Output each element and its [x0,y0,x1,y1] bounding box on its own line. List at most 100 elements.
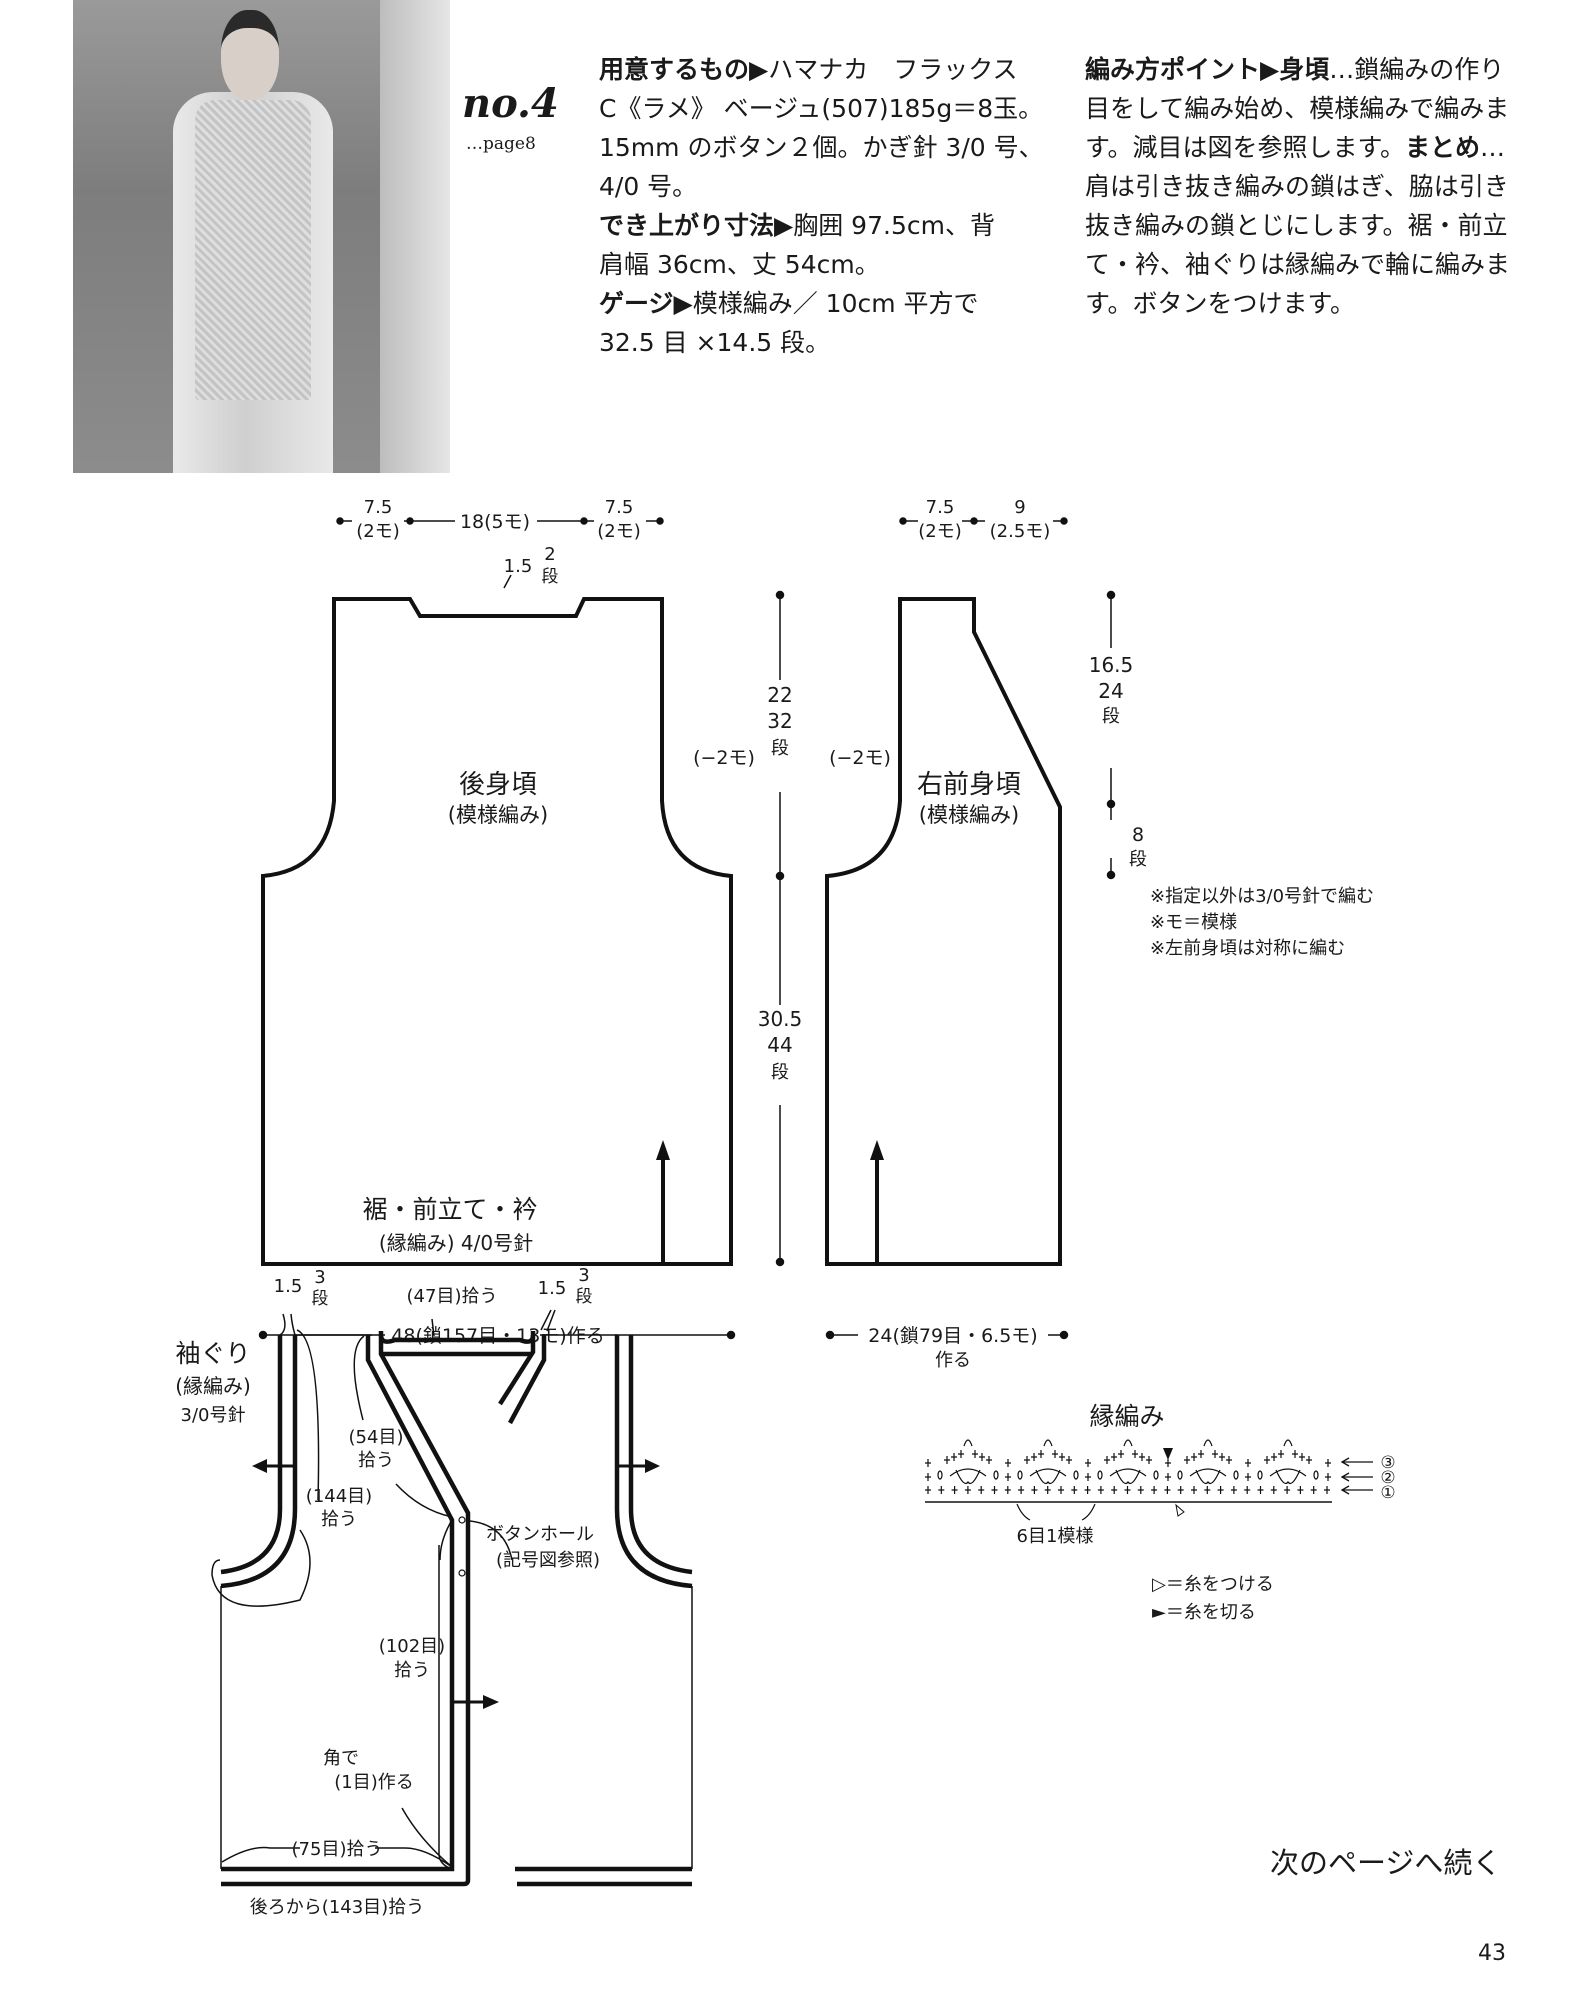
single-crochet-symbol [972,1450,978,1458]
single-crochet-symbol [1219,1453,1225,1461]
single-crochet-symbol [1031,1486,1038,1494]
shoulder-motifs: (2モ) [597,521,641,542]
row-number: ③ [1380,1453,1395,1473]
model-head [221,10,279,100]
front-labels: 7.5 (2モ) 9 (2.5モ) 右前身頃 (模様編み) (−2モ) 16.5… [829,497,1147,1371]
buttonhole-icon [458,1569,466,1577]
lower-height: 30.5 [758,1007,803,1031]
front-width: 24(鎖79目・6.5モ) [868,1325,1037,1347]
corner-note: 角で [323,1748,359,1769]
single-crochet-symbol [1184,1456,1190,1464]
lower-rows: 44 [767,1033,792,1057]
single-crochet-symbol [951,1486,958,1494]
single-crochet-symbol [1052,1450,1058,1458]
single-crochet-symbol [938,1486,945,1494]
page-reference: …page8 [466,134,536,154]
door [380,0,450,473]
model-photo [73,0,450,473]
single-crochet-symbol [944,1456,950,1464]
single-crochet-symbol [1018,1486,1025,1494]
single-crochet-symbol [1165,1459,1171,1481]
pickup-label: 拾う [358,1450,394,1471]
rows-unit: 段 [771,738,789,759]
page-number: 43 [1478,1941,1506,1966]
hem-front-pickup: (75目)拾う [292,1839,383,1860]
pattern-number: no.4 [462,80,559,127]
repeat-label: 6目1模様 [1017,1526,1094,1547]
armhole-needle: 3/0号針 [181,1405,246,1426]
single-crochet-symbol [1085,1459,1091,1481]
edging-chart: 縁編み 6目1模様 ③ ② ① ▷＝糸をつける ►＝糸を切る [925,1402,1396,1623]
pickup-label: 拾う [321,1509,357,1530]
band-width: 1.5 [274,1276,303,1297]
method-text: 抜き編みの鎖とじにします。裾・前立 [1085,211,1508,240]
single-crochet-symbol [1177,1486,1184,1494]
front-title: 右前身頃 [917,770,1021,800]
chain-symbol [993,1470,999,1480]
chain-symbol [1153,1470,1159,1480]
notes: ※指定以外は3/0号針で編む ※モ＝模様 ※左前身頃は対称に編む [1150,886,1374,959]
hem-back-pickup: 後ろから(143目)拾う [250,1897,424,1918]
edging-title: 縁編み [1089,1402,1164,1431]
buttonhole-reference: (記号図参照) [496,1550,600,1571]
single-crochet-symbol [1111,1453,1117,1461]
single-crochet-symbol [1212,1450,1218,1458]
arrow-head [645,1459,660,1473]
single-crochet-symbol [1066,1456,1072,1464]
chain-symbol [1097,1470,1103,1480]
corner-note: (1目)作る [334,1772,414,1793]
single-crochet-symbol [951,1453,957,1461]
single-crochet-symbol [1297,1486,1304,1494]
chain-symbol [1257,1470,1263,1480]
single-crochet-symbol [1151,1486,1158,1494]
single-crochet-symbol [958,1450,964,1458]
single-crochet-symbol [1284,1486,1291,1494]
front-outline [825,597,1062,1266]
picot-symbol [1043,1439,1053,1447]
legend-cut-yarn: ►＝糸を切る [1152,1602,1256,1623]
method-text: … [1480,133,1506,162]
shoulder-motifs: (2モ) [356,521,400,542]
single-crochet-symbol [1004,1486,1011,1494]
single-crochet-symbol [1111,1486,1118,1494]
single-crochet-symbol [991,1486,998,1494]
single-crochet-symbol [1292,1450,1298,1458]
back-labels: 7.5 (2モ) 18(5モ) 7.5 (2モ) 1.5 2 段 後身頃 (模様… [352,497,802,1350]
single-crochet-symbol [1230,1486,1237,1494]
single-crochet-symbol [1164,1486,1171,1494]
size-label: でき上がり寸法▶ [599,211,794,240]
hem-band-right [515,1866,692,1887]
single-crochet-symbol [1299,1453,1305,1461]
shoulder-motifs: (2モ) [918,521,962,542]
single-crochet-symbol [1038,1450,1044,1458]
single-crochet-symbol [1310,1486,1317,1494]
method-text: て・衿、袖ぐりは縁編みで輪に編みま [1085,250,1511,279]
chain-symbol [1313,1470,1319,1480]
finishing-subtitle: (縁編み) 4/0号針 [379,1231,533,1255]
single-crochet-symbol [1132,1450,1138,1458]
shell-stitch-symbol [949,1468,987,1485]
armhole-band-right [614,1335,693,1589]
rows-unit: 段 [771,1062,789,1083]
single-crochet-symbol [979,1453,985,1461]
materials-text: ハマナカ フラックス [768,55,1018,84]
front-width-note: 作る [935,1350,971,1371]
single-crochet-symbol [1031,1453,1037,1461]
chain-symbol [1073,1470,1079,1480]
single-crochet-symbol [1139,1453,1145,1461]
single-crochet-symbol [1245,1459,1251,1481]
neck-width: 18(5モ) [460,511,530,533]
buttonhole-icon [458,1516,466,1524]
front-subtitle: (模様編み) [919,803,1019,827]
shoulder-width: 7.5 [926,497,955,518]
single-crochet-symbol [1204,1486,1211,1494]
rows-unit: 段 [312,1289,329,1309]
single-crochet-symbol [1124,1486,1131,1494]
back-title: 後身頃 [459,770,537,800]
single-crochet-symbol [925,1459,931,1481]
method-text: 目をして編み始め、模様編みで編みま [1085,94,1510,123]
cut-yarn-marker [1163,1448,1173,1460]
arrow-head [252,1459,267,1473]
band-rows: 3 [314,1267,325,1288]
method-text: 肩は引き抜き編みの鎖はぎ、脇は引き [1085,172,1509,201]
